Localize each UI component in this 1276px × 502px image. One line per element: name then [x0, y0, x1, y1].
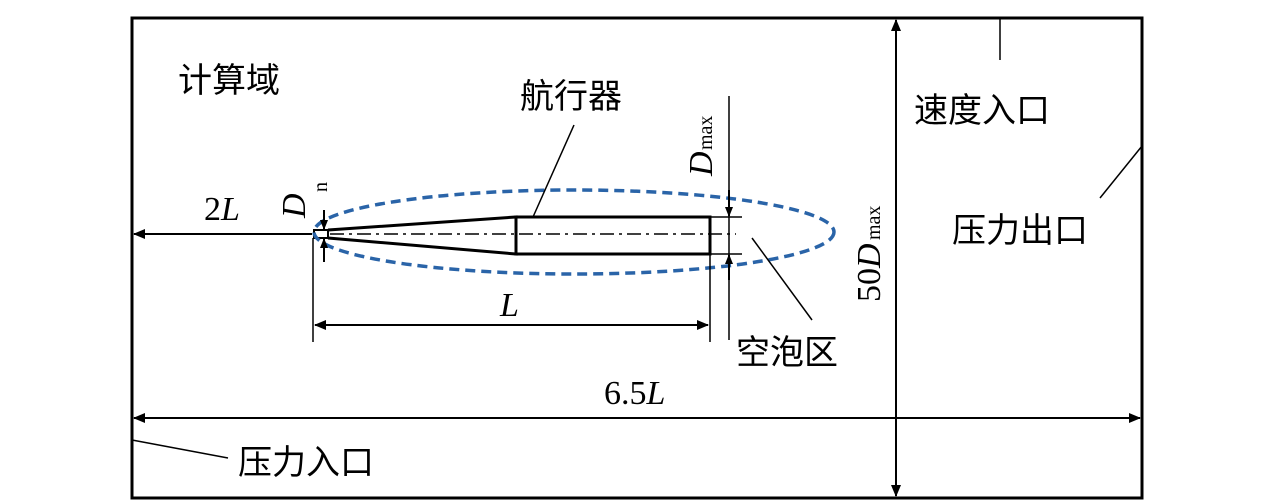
nose-diameter-label: D n: [276, 182, 332, 219]
svg-text:max: max: [695, 116, 717, 150]
vehicle-leader-line: [532, 124, 575, 218]
domain-boundary: [130, 16, 1144, 500]
svg-text:n: n: [310, 182, 332, 192]
velocity-inlet-label: 速度入口: [914, 91, 1050, 131]
svg-text:max: max: [863, 206, 885, 240]
cavity-leader-line: [751, 237, 813, 321]
vehicle-cone: [327, 215, 518, 256]
pressure-inlet-label: 压力入口: [238, 443, 374, 483]
length-dimension-label: L: [499, 287, 519, 324]
vehicle-body: [313, 215, 712, 256]
svg-text:D: D: [276, 193, 313, 219]
svg-text:D: D: [683, 151, 720, 177]
cavity-outline: [312, 188, 836, 276]
upstream-dimension-label: 2L: [204, 191, 240, 228]
vehicle-cylinder: [514, 215, 712, 256]
pressure-outlet-label: 压力出口: [952, 211, 1088, 251]
domain-label: 计算域: [178, 61, 280, 101]
svg-text:50D: 50D: [851, 243, 888, 302]
max-diameter-label: D max: [683, 116, 720, 177]
domain-length-label: 6.5L: [604, 375, 665, 412]
domain-height-label: 50D max: [851, 206, 888, 302]
pressure-inlet-leader-line: [131, 439, 229, 459]
pressure-outlet-leader-line: [1099, 145, 1143, 199]
cavity-region-label: 空泡区: [736, 333, 838, 373]
vehicle-label: 航行器: [520, 77, 622, 117]
